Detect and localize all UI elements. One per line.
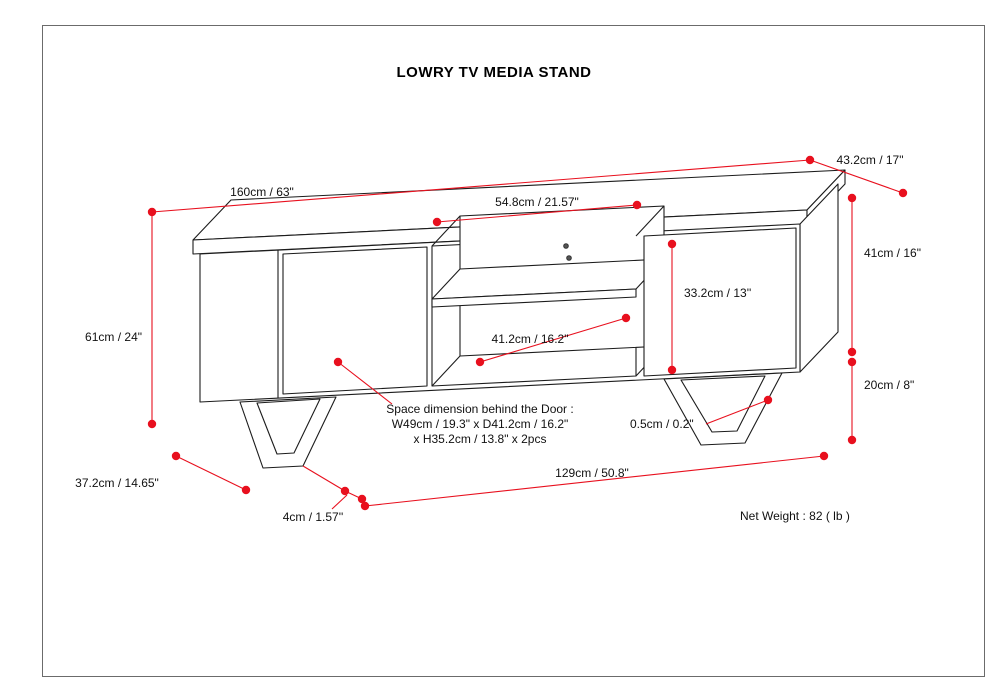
dim-label-opening-width: 54.8cm / 21.57" [495,195,579,209]
dim-label-leg-height: 20cm / 8" [864,378,914,392]
door-space-note-line1: Space dimension behind the Door : [386,402,573,416]
page-border [42,25,985,677]
dim-label-leg-bar-width: 4cm / 1.57'' [283,510,344,524]
dim-label-cabinet-height: 41cm / 16" [864,246,921,260]
dim-label-top-depth: 43.2cm / 17" [837,153,904,167]
dim-shelf-depth: 41.2cm / 16.2" [475,313,631,367]
left-door [282,246,428,395]
dim-line [175,455,247,491]
opening-top-right-depth-line [635,205,665,237]
note-leader-line [337,361,393,405]
dim-label-base-span: 129cm / 50.8" [555,466,629,480]
dim-label-total-width: 160cm / 63" [230,185,294,199]
dim-endpoint-dot [621,313,631,323]
dim-line [479,317,627,363]
dim-label-overall-height: 61cm / 24" [85,330,142,344]
dim-label-leg-span: 37.2cm / 14.65" [75,476,159,490]
dim-overall-height: 61cm / 24" [85,212,157,429]
dim-leg-bar-width: 4cm / 1.57'' [283,465,367,524]
door-space-note-line3: x H35.2cm / 13.8" x 2pcs [414,432,547,446]
dim-leader-line [705,399,769,425]
dim-base-span: 129cm / 50.8" [360,451,829,511]
tv-stand-drawing [192,169,846,469]
dim-line [364,455,825,507]
back-panel-hole-icon [566,255,572,261]
door-space-note: Space dimension behind the Door : W49cm … [333,357,574,446]
dim-endpoint-dot [340,486,350,496]
left-leg-inner [256,398,321,455]
dim-endpoint-dot [819,451,829,461]
right-leg-inner [680,375,766,433]
dim-endpoint-dot [847,435,857,445]
dim-leader-line [331,494,348,510]
dim-leg-height: 20cm / 8" [847,357,914,445]
dim-label-edge-gap: 0.5cm / 0.2" [630,417,694,431]
dim-leg-span: 37.2cm / 14.65" [75,451,251,495]
dim-endpoint-dot [847,357,857,367]
note-endpoint-dot [333,357,343,367]
dim-endpoint-dot [432,217,442,227]
dim-edge-gap: 0.5cm / 0.2" [630,395,773,431]
opening-top-left-depth-line [431,215,461,247]
dim-interior-height: 33.2cm / 13'' [667,239,751,375]
dim-endpoint-dot [667,239,677,249]
dim-line [436,204,638,223]
dim-label-interior-height: 33.2cm / 13'' [684,286,751,300]
back-panel-hole-icon [563,243,569,249]
dim-endpoint-dot [763,395,773,405]
right-door [643,227,797,377]
dim-endpoint-dot [360,501,370,511]
dim-endpoint-dot [147,419,157,429]
door-space-note-line2: W49cm / 19.3" x D41.2cm / 16.2" [392,417,569,431]
net-weight-label: Net Weight : 82 ( lb ) [740,509,850,523]
opening-bottom-left-depth-line [431,355,461,387]
dim-opening-width: 54.8cm / 21.57" [432,195,642,227]
dim-endpoint-dot [632,200,642,210]
dim-endpoint-dot [847,347,857,357]
dim-top-depth: 43.2cm / 17" [809,153,908,198]
dim-endpoint-dot [171,451,181,461]
dim-endpoint-dot [357,494,367,504]
page-title: LOWRY TV MEDIA STAND [397,64,592,81]
dim-label-shelf-depth: 41.2cm / 16.2" [492,332,569,346]
dim-extension-line [302,465,346,492]
dim-endpoint-dot [241,485,251,495]
dim-cabinet-height: 41cm / 16" [847,193,921,357]
dim-endpoint-dot [475,357,485,367]
dim-line [151,159,811,213]
dim-endpoint-dot [667,365,677,375]
dim-endpoint-dot [898,188,908,198]
dim-endpoint-dot [847,193,857,203]
shelf-front-edge [431,288,637,308]
dim-line [809,159,904,194]
